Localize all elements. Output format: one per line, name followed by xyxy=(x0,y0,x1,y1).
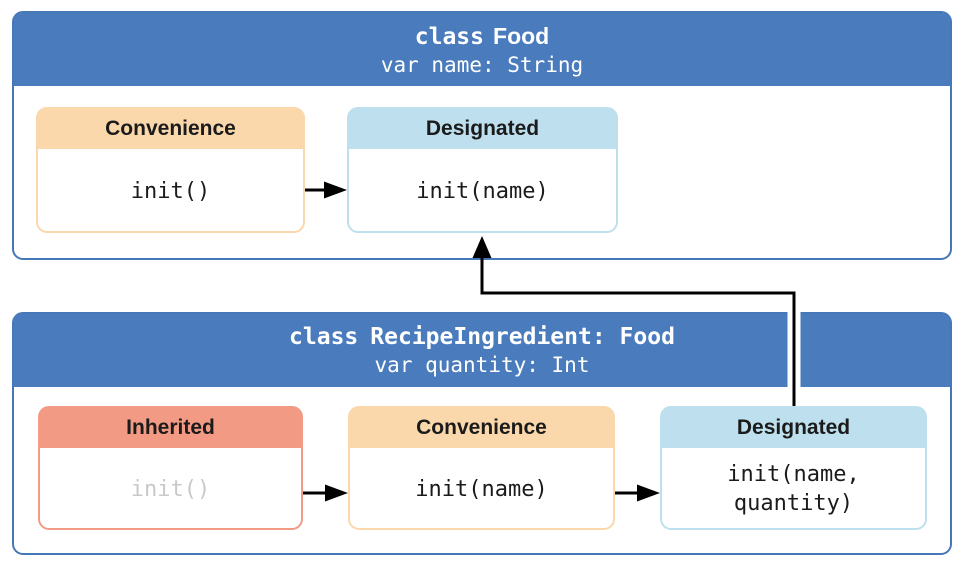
class-recipeingredient-title: class RecipeIngredient: Food xyxy=(289,324,675,350)
init-box-recipe-inherited: Inherited init() xyxy=(38,406,303,530)
recipe-designated-init-line2: quantity) xyxy=(733,491,854,516)
designated-header-label: Designated xyxy=(662,408,925,448)
recipe-inherited-init: init() xyxy=(130,476,211,502)
class-food-header: class Food var name: String xyxy=(14,13,950,86)
designated-header-label: Designated xyxy=(349,109,616,149)
class-keyword: class xyxy=(414,23,485,50)
init-box-food-convenience: Convenience init() xyxy=(36,107,305,233)
init-box-recipe-convenience: Convenience init(name) xyxy=(348,406,615,530)
convenience-header-label: Convenience xyxy=(350,408,613,448)
recipe-designated-init-line1: init(name, xyxy=(727,462,860,487)
class-recipeingredient-property: var quantity: Int xyxy=(374,353,590,377)
class-food-property: var name: String xyxy=(380,52,584,77)
inherited-header-label: Inherited xyxy=(40,408,301,448)
class-name-recipeingredient: RecipeIngredient: Food xyxy=(370,324,675,350)
food-convenience-init: init() xyxy=(130,178,211,204)
recipe-convenience-init: init(name) xyxy=(415,476,548,502)
convenience-header-label: Convenience xyxy=(38,109,303,149)
init-box-recipe-designated: Designated init(name, quantity) xyxy=(660,406,927,530)
init-box-food-designated: Designated init(name) xyxy=(347,107,618,233)
food-designated-init: init(name) xyxy=(416,178,549,204)
class-recipeingredient-header: class RecipeIngredient: Food var quantity… xyxy=(14,314,950,387)
class-name-food: Food xyxy=(493,22,550,49)
recipe-designated-init: init(name, quantity) xyxy=(662,450,925,528)
class-keyword: class xyxy=(289,324,359,350)
class-food-title: class Food xyxy=(415,23,549,50)
